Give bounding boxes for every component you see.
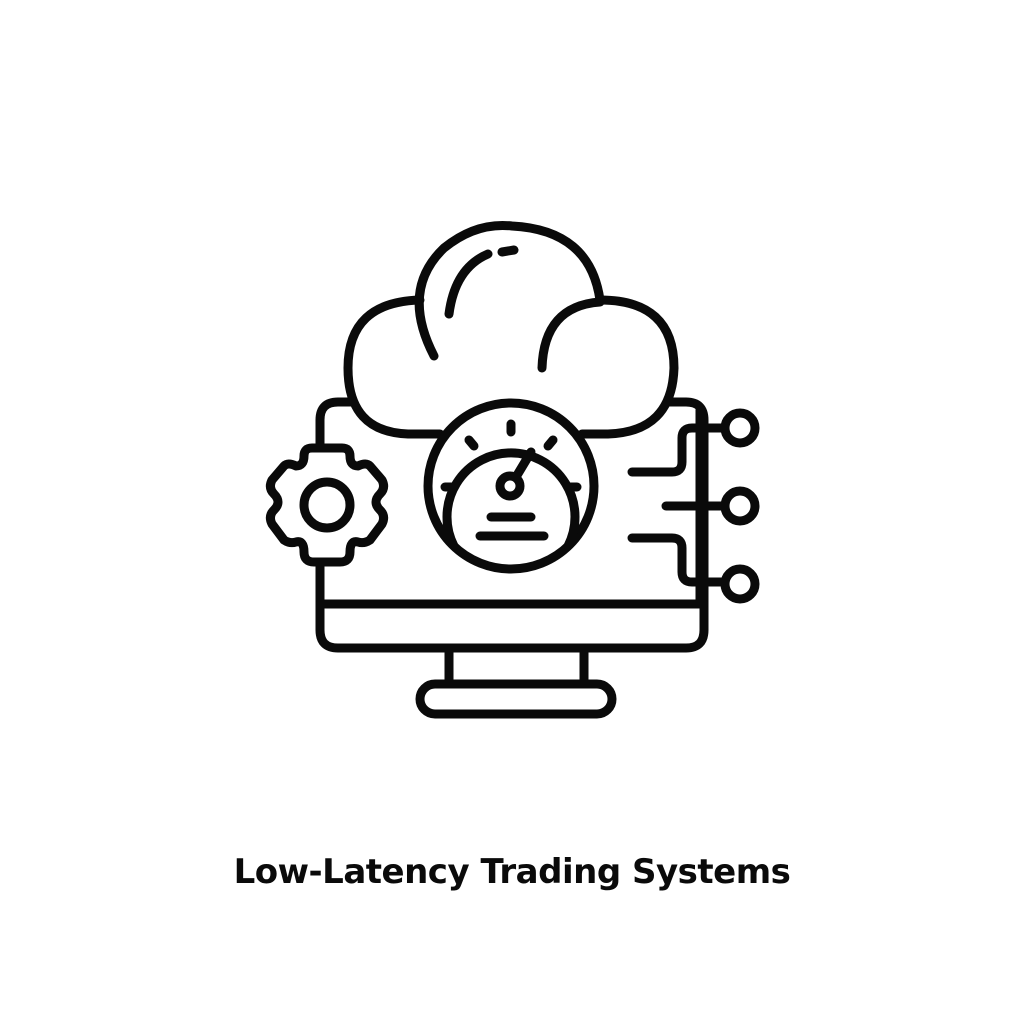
- caption-title: Low-Latency Trading Systems: [233, 852, 791, 892]
- network-nodes-icon: [627, 405, 760, 609]
- gear-icon: [265, 443, 389, 567]
- cloud-icon: [343, 220, 679, 439]
- speedometer-icon: [423, 398, 599, 574]
